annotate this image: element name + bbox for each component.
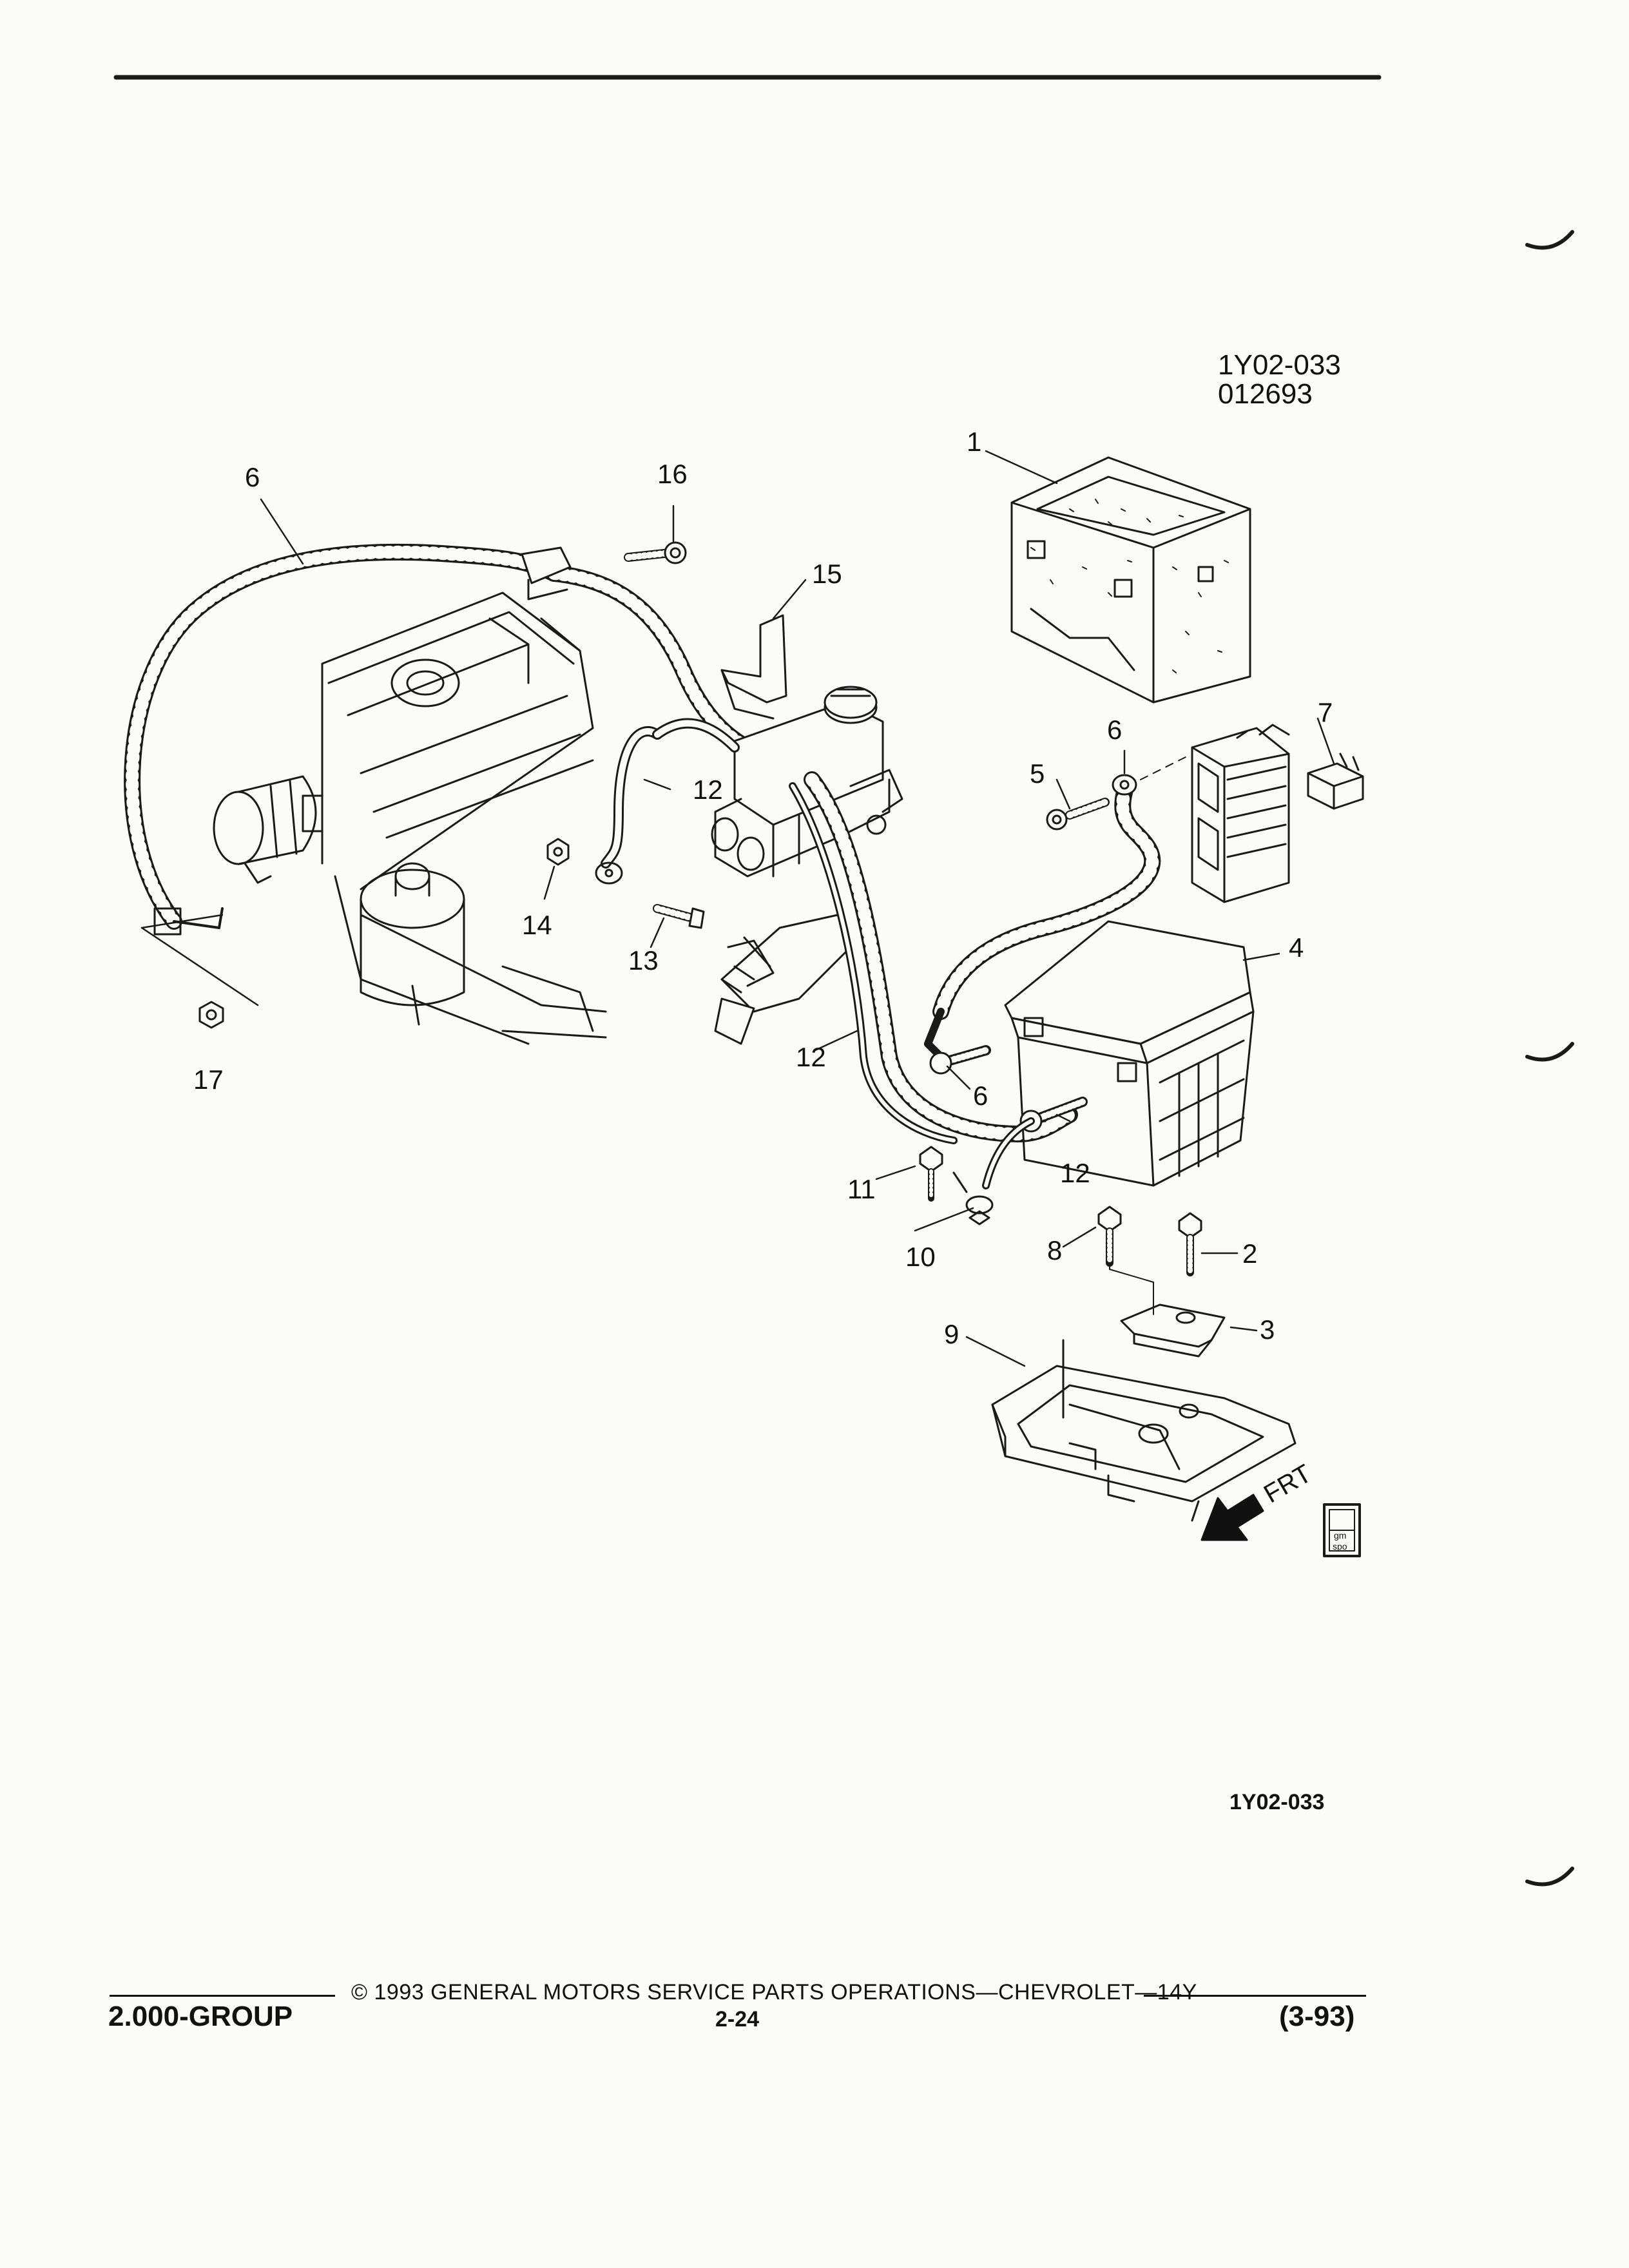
callout-7: 7 [1318, 697, 1333, 727]
front-arrow-icon [1202, 1495, 1263, 1540]
bolt-16-illustration [628, 543, 686, 563]
figure-bottom-ref: 1Y02-033 [1229, 1790, 1325, 1814]
battery-insulator-1-illustration [1012, 457, 1250, 702]
cable-6-battery-positive [928, 775, 1152, 1063]
battery-side-grid [1160, 1041, 1244, 1176]
callout-14: 14 [522, 910, 552, 940]
nut-14-illustration [548, 839, 568, 865]
callout-6-left: 6 [245, 462, 260, 492]
callout-11: 11 [847, 1174, 876, 1204]
figure-ref-date: 012693 [1218, 378, 1313, 410]
footer-rule-right [1144, 1995, 1366, 1997]
gm-spo-badge-icon [1324, 1504, 1360, 1556]
bracket-15-illustration [722, 615, 786, 718]
footer-rule-left [110, 1995, 335, 1997]
screw-11-illustration [920, 1147, 942, 1198]
callout-8: 8 [1047, 1235, 1063, 1265]
callout-3: 3 [1260, 1314, 1275, 1345]
battery-4-illustration [1005, 921, 1253, 1186]
nut-17-illustration [200, 1002, 223, 1028]
terminal-12-bolt [986, 1102, 1083, 1186]
cable-12-battery-negative [793, 780, 1070, 1140]
callout-1: 1 [967, 427, 982, 457]
figure-ref-code: 1Y02-033 [1218, 349, 1341, 381]
footer-group: 2.000-GROUP [108, 2001, 293, 2032]
battery-tray-9-illustration [992, 1340, 1295, 1521]
bolt-5-illustration [1047, 802, 1105, 829]
callout-13: 13 [628, 945, 659, 975]
bolt-13-illustration [657, 908, 704, 928]
callout-2: 2 [1242, 1238, 1258, 1269]
callout-4: 4 [1289, 932, 1304, 963]
leader-dash-6 [1141, 757, 1186, 780]
fuse-block-illustration [1192, 725, 1289, 902]
badge-spo: spo [1333, 1541, 1347, 1552]
master-cylinder-illustration [712, 687, 902, 876]
terminal-6-bolt [930, 1050, 986, 1073]
hold-down-3-illustration [1121, 1305, 1224, 1356]
cable-clip-16 [522, 548, 570, 599]
cable-12-ground [596, 724, 735, 883]
brake-booster-rod [715, 915, 851, 1044]
callout-16: 16 [657, 459, 688, 489]
callout-12-lower: 12 [796, 1042, 826, 1072]
bolt-2-illustration [1179, 1213, 1201, 1273]
callout-17: 17 [193, 1064, 224, 1095]
callout-6-battery: 6 [973, 1081, 988, 1111]
oil-filter-illustration [361, 863, 464, 1005]
callout-leaders [142, 451, 1334, 1366]
badge-gm: gm [1334, 1530, 1347, 1541]
callout-5: 5 [1030, 758, 1045, 789]
footer-revision: (3-93) [1279, 2001, 1355, 2032]
engine-block-illustration [322, 593, 606, 1044]
foam-texture [1031, 499, 1228, 673]
bolt-8-illustration [1099, 1207, 1153, 1314]
binding-marks [1527, 232, 1572, 1885]
washer-10-illustration [954, 1173, 992, 1224]
callout-6-right: 6 [1107, 715, 1123, 745]
footer-page-number: 2-24 [715, 2007, 760, 2032]
callout-12-upper: 12 [693, 774, 723, 805]
callout-12-battery: 12 [1060, 1158, 1090, 1188]
callout-10: 10 [905, 1242, 936, 1272]
relay-7-illustration [1308, 754, 1363, 809]
callout-15: 15 [812, 559, 842, 589]
footer-copyright: © 1993 GENERAL MOTORS SERVICE PARTS OPER… [351, 1980, 1197, 2004]
callout-9: 9 [944, 1319, 959, 1349]
starter-motor-illustration [214, 776, 322, 883]
